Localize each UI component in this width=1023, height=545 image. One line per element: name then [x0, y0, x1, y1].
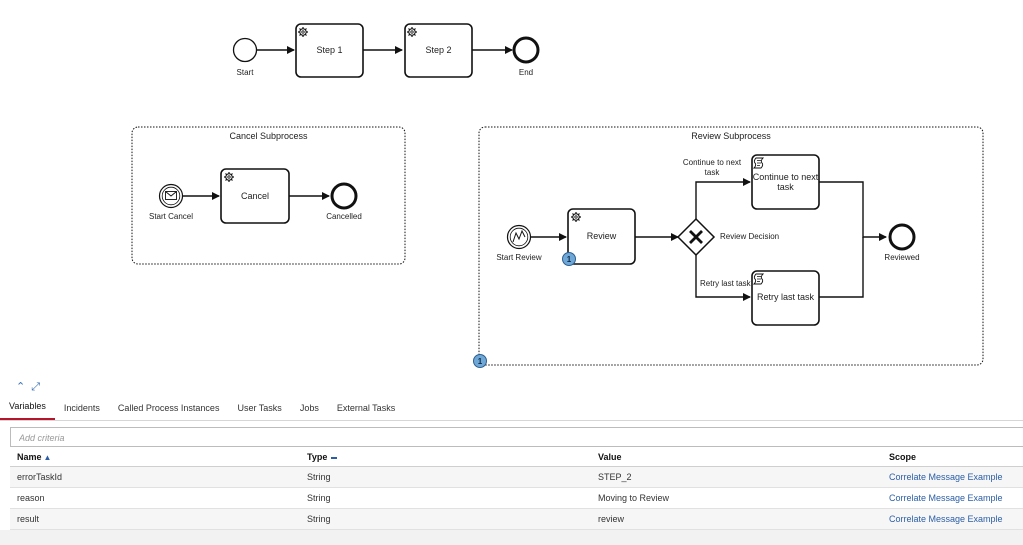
table-row: result String review Correlate Message E… — [10, 508, 1023, 530]
task-step-1[interactable]: Step 1 — [295, 23, 364, 78]
cell-type: String — [300, 487, 591, 509]
table-header-row: Name▲ Type Value Scope — [10, 448, 1023, 467]
column-header-value[interactable]: Value — [591, 448, 882, 467]
cell-value[interactable]: review — [591, 508, 882, 530]
add-criteria-input[interactable] — [11, 429, 1023, 447]
cell-value[interactable]: STEP_2 — [591, 466, 882, 488]
start-cancel-label: Start Cancel — [149, 212, 193, 221]
criteria-filter — [10, 427, 1023, 447]
task-cancel-label: Cancel — [241, 191, 269, 201]
sort-none-icon[interactable] — [331, 456, 338, 459]
tab-user-tasks[interactable]: User Tasks — [237, 403, 282, 413]
cancelled-label: Cancelled — [326, 212, 362, 221]
cancelled-end-event[interactable] — [330, 182, 358, 210]
cell-name: reason — [10, 487, 300, 509]
table-row: errorTaskId String STEP_2 Correlate Mess… — [10, 466, 1023, 488]
start-event-label: Start — [237, 68, 255, 77]
start-event[interactable] — [232, 37, 258, 63]
tab-bar: Variables Incidents Called Process Insta… — [0, 395, 1023, 421]
flow-continue — [695, 178, 751, 219]
flow-continue-reviewed — [819, 181, 887, 241]
svg-text:1: 1 — [478, 357, 483, 366]
main-process: Start Step 1 Step 2 End — [232, 23, 540, 78]
start-review-event[interactable] — [506, 224, 532, 250]
review-decision-gateway[interactable] — [676, 217, 716, 257]
task-step-2[interactable]: Step 2 — [404, 23, 473, 78]
tab-incidents[interactable]: Incidents — [63, 403, 100, 413]
cell-scope: Correlate Message Example — [882, 466, 1023, 488]
column-header-name[interactable]: Name▲ — [10, 448, 300, 467]
end-event-label: End — [519, 68, 533, 77]
task-step-2-label: Step 2 — [425, 45, 451, 55]
cell-value[interactable]: Moving to Review — [591, 487, 882, 509]
expand-arrows-icon[interactable]: ⤢ — [31, 381, 41, 393]
svg-text:1: 1 — [567, 255, 572, 264]
svg-text:Continue to next: Continue to next — [753, 172, 819, 182]
column-header-type[interactable]: Type — [300, 448, 591, 467]
tab-called-process-instances[interactable]: Called Process Instances — [117, 403, 220, 413]
cell-scope: Correlate Message Example — [882, 508, 1023, 530]
footer-bar — [0, 530, 1023, 545]
svg-text:Retry last task: Retry last task — [757, 292, 815, 302]
cancel-subprocess-frame[interactable] — [131, 126, 406, 265]
tab-external-tasks[interactable]: External Tasks — [336, 403, 396, 413]
cancel-subprocess: Cancel Subprocess Start Cancel Cancel Ca… — [131, 126, 406, 265]
variables-table: Name▲ Type Value Scope errorTaskId Strin… — [10, 448, 1023, 530]
message-icon — [165, 191, 177, 200]
review-subprocess-frame[interactable] — [478, 126, 984, 366]
panel-toggles: ⌃ ⤢ — [16, 380, 40, 394]
scope-link[interactable]: Correlate Message Example — [889, 472, 1003, 482]
bpmn-diagram: Start Step 1 Step 2 End Cancel Subproces… — [131, 23, 984, 368]
cell-type: String — [300, 466, 591, 488]
review-instance-badge[interactable]: 1 — [562, 252, 576, 266]
review-subprocess-title: Review Subprocess — [691, 131, 771, 141]
flow-continue-label-line1: Continue to next — [683, 158, 742, 167]
start-review-label: Start Review — [496, 253, 542, 262]
sort-ascending-icon[interactable]: ▲ — [43, 453, 52, 462]
subprocess-instance-badge[interactable]: 1 — [473, 354, 487, 368]
table-row: reason String Moving to Review Correlate… — [10, 487, 1023, 509]
task-cancel[interactable]: Cancel — [220, 168, 290, 224]
cell-name: result — [10, 508, 300, 530]
script-task-icon — [753, 273, 764, 285]
flow-continue-label-line2: task — [705, 168, 721, 177]
task-step-1-label: Step 1 — [316, 45, 342, 55]
cancel-subprocess-title: Cancel Subprocess — [229, 131, 308, 141]
task-retry-last[interactable]: Retry last task — [751, 270, 820, 326]
script-task-icon — [753, 157, 764, 169]
task-review[interactable]: Review — [567, 208, 636, 265]
review-subprocess: Review Subprocess Start Review Review 1 … — [473, 126, 984, 368]
tab-variables[interactable]: Variables — [0, 401, 55, 420]
column-header-scope[interactable]: Scope — [882, 448, 1023, 467]
reviewed-end-event[interactable] — [888, 223, 916, 251]
scope-link[interactable]: Correlate Message Example — [889, 493, 1003, 503]
chevron-up-icon[interactable]: ⌃ — [16, 381, 26, 393]
end-event[interactable] — [512, 36, 540, 64]
reviewed-label: Reviewed — [884, 253, 919, 262]
flow-retry — [695, 255, 751, 301]
flow-retry-reviewed — [819, 237, 864, 298]
flow-retry-label: Retry last task — [700, 279, 752, 288]
tab-jobs[interactable]: Jobs — [299, 403, 319, 413]
signal-lightning-icon — [512, 229, 526, 243]
review-decision-label: Review Decision — [720, 232, 779, 241]
task-continue-to-next[interactable]: Continue to next task — [751, 154, 820, 210]
svg-text:task: task — [777, 182, 794, 192]
scope-link[interactable]: Correlate Message Example — [889, 514, 1003, 524]
cell-name: errorTaskId — [10, 466, 300, 488]
cell-type: String — [300, 508, 591, 530]
cell-scope: Correlate Message Example — [882, 487, 1023, 509]
task-review-label: Review — [587, 231, 617, 241]
